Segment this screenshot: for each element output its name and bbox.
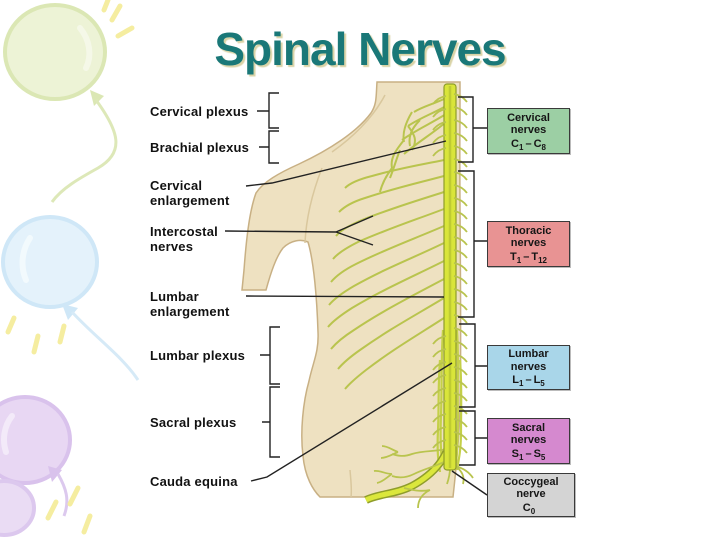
thoracic-nerves-bracket xyxy=(458,170,487,318)
box-line: Sacral xyxy=(511,421,546,434)
label-line: Cervical xyxy=(150,178,203,193)
blue-balloon-icon xyxy=(1,215,140,381)
label-cauda-equina: Cauda equina xyxy=(150,474,270,489)
box-range: S1–S5 xyxy=(511,447,546,462)
sacral-nerves-bracket xyxy=(459,410,487,466)
thoracic-nerves-box: Thoracic nerves T1–T12 xyxy=(487,221,570,267)
box-line: nerves xyxy=(510,124,547,137)
label-cervical-enlargement: Cervical enlargement xyxy=(150,178,270,208)
label-cervical-plexus: Cervical plexus xyxy=(150,104,270,119)
label-line: Cauda equina xyxy=(150,474,238,489)
box-range: C1–C8 xyxy=(511,137,546,152)
label-sacral-plexus: Sacral plexus xyxy=(150,415,270,430)
box-line: Thoracic xyxy=(505,224,552,237)
intercostal-nerves-line xyxy=(224,215,374,246)
sacral-plexus-bracket xyxy=(262,386,280,458)
cervical-nerves-bracket xyxy=(458,96,487,163)
sacral-nerves-box: Sacral nerves S1–S5 xyxy=(487,418,570,464)
torso-silhouette xyxy=(241,81,462,498)
box-line: nerve xyxy=(516,488,546,501)
box-range: C0 xyxy=(522,501,536,516)
sparkle-icon xyxy=(101,0,135,39)
box-range: T1–T12 xyxy=(510,250,547,265)
sparkle-icon xyxy=(45,485,93,535)
cervical-enlargement-line xyxy=(245,140,447,187)
cervical-nerves-box: Cervical nerves C1–C8 xyxy=(487,108,570,154)
lumbar-enlargement-line xyxy=(245,295,445,298)
label-line: Lumbar xyxy=(150,289,199,304)
purple-balloon-icon xyxy=(0,395,93,537)
label-brachial-plexus: Brachial plexus xyxy=(150,140,270,155)
lumbar-plexus-bracket xyxy=(260,326,280,385)
box-line: Coccygeal xyxy=(503,475,559,488)
label-line: Intercostal xyxy=(150,224,218,239)
label-line: enlargement xyxy=(150,193,230,209)
lumbar-nerves-bracket xyxy=(459,323,487,408)
label-line: Sacral plexus xyxy=(150,415,237,430)
lumbar-nerves-box: Lumbar nerves L1–L5 xyxy=(487,345,570,390)
green-balloon-icon xyxy=(3,0,135,203)
slide-title: Spinal Nerves xyxy=(214,23,506,75)
box-line: Cervical xyxy=(507,111,550,124)
body-crease-lines xyxy=(304,94,386,498)
coccygeal-nerve-box: Coccygeal nerve C0 xyxy=(487,473,575,517)
label-line: Cervical plexus xyxy=(150,104,249,119)
label-line: nerves xyxy=(150,239,194,255)
label-line: Brachial plexus xyxy=(150,140,250,155)
label-lumbar-enlargement: Lumbar enlargement xyxy=(150,289,270,319)
hip-nerve-branches xyxy=(373,445,474,509)
box-line: nerves xyxy=(510,237,547,250)
coccygeal-line xyxy=(451,470,488,496)
box-range: L1–L5 xyxy=(512,374,545,389)
cauda-equina-line xyxy=(250,362,453,482)
label-line: Lumbar plexus xyxy=(150,348,246,363)
spine-ticks-left xyxy=(432,95,447,449)
sparkle-icon xyxy=(5,315,67,355)
box-line: nerves xyxy=(510,434,547,447)
label-lumbar-plexus: Lumbar plexus xyxy=(150,348,270,363)
box-line: nerves xyxy=(510,360,547,373)
label-line: enlargement xyxy=(150,304,230,320)
label-intercostal-nerves: Intercostal nerves xyxy=(150,224,270,254)
brachial-plexus-bracket xyxy=(259,130,279,164)
box-line: Lumbar xyxy=(508,348,549,361)
cervical-plexus-bracket xyxy=(257,92,279,129)
